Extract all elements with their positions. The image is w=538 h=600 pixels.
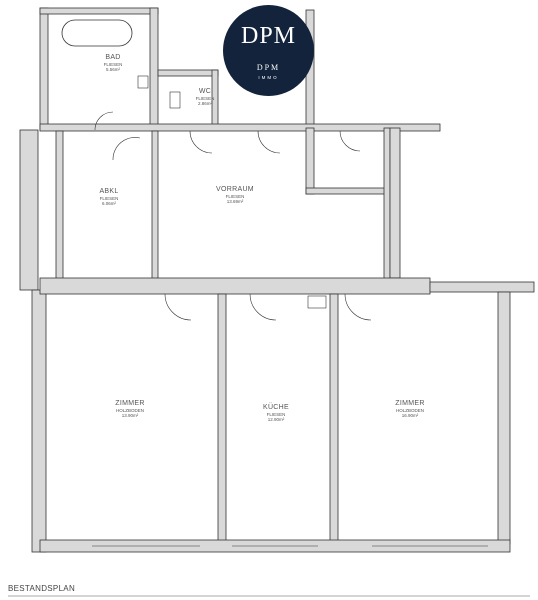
door-wc bbox=[189, 130, 213, 154]
wall-bad-right bbox=[149, 7, 159, 131]
room-zimmer-1: ZIMMER HOLZBODEN 13.90m² bbox=[100, 400, 160, 418]
room-abkl-area: 6.06m² bbox=[101, 201, 116, 207]
wall-vorraum-right bbox=[383, 127, 391, 289]
wall-bad-left bbox=[39, 7, 49, 131]
room-wc: WC FLIESEN 2.86m² bbox=[190, 88, 220, 106]
wall-partition-2 bbox=[329, 293, 339, 545]
room-zimmer-2-floor: HOLZBODEN bbox=[395, 408, 424, 414]
room-wc-area: 2.86m² bbox=[197, 101, 212, 107]
wall-upper-horizontal bbox=[39, 123, 441, 132]
room-kueche-area: 12.90m² bbox=[267, 417, 285, 423]
wall-left-lower bbox=[31, 289, 47, 553]
wall-bad-top bbox=[39, 7, 159, 15]
door-abkl bbox=[112, 137, 141, 161]
sink bbox=[137, 75, 149, 89]
door-bad bbox=[94, 111, 114, 131]
room-vorraum-name: VORRAUM bbox=[216, 186, 254, 193]
room-vorraum-floor: FLIESEN bbox=[225, 194, 245, 200]
room-zimmer-1-floor: HOLZBODEN bbox=[115, 408, 144, 414]
room-zimmer-2-area: 16.90m² bbox=[401, 413, 419, 419]
wall-abkl-right bbox=[151, 130, 159, 280]
plan-title: BESTANDSPLAN bbox=[8, 584, 76, 593]
room-kueche-floor: FLIESEN bbox=[266, 412, 286, 418]
door-vorraum-upper bbox=[257, 130, 281, 154]
door-notch bbox=[339, 130, 361, 152]
door-zimmer1 bbox=[164, 293, 192, 321]
wall-right-thick bbox=[389, 127, 401, 279]
wall-wc-top bbox=[157, 69, 219, 77]
logo-mark: DPM bbox=[240, 23, 297, 49]
room-wc-name: WC bbox=[198, 88, 212, 95]
room-bad-area: 5.56m² bbox=[105, 67, 120, 73]
room-abkl-floor: FLIESEN bbox=[99, 196, 119, 202]
wall-notch-left bbox=[305, 127, 315, 195]
toilet bbox=[169, 91, 181, 109]
wall-partition-1 bbox=[217, 293, 227, 545]
logo-sub: IMMO bbox=[258, 75, 279, 80]
logo-name: DPM bbox=[256, 63, 281, 72]
room-kueche: KÜCHE FLIESEN 12.90m² bbox=[246, 404, 306, 422]
wall-right-lower bbox=[497, 291, 511, 545]
wall-notch-bottom bbox=[305, 187, 391, 195]
door-zimmer2 bbox=[344, 293, 372, 321]
door-kueche bbox=[249, 293, 277, 321]
dpm-logo: DPM DPM IMMO bbox=[223, 5, 314, 96]
wall-middle-horizontal bbox=[39, 277, 431, 295]
bathtub bbox=[61, 19, 133, 47]
room-kueche-name: KÜCHE bbox=[262, 404, 289, 411]
room-bad-name: BAD bbox=[105, 54, 121, 61]
room-zimmer-2: ZIMMER HOLZBODEN 16.90m² bbox=[380, 400, 440, 418]
room-abkl: ABKL FLIESEN 6.06m² bbox=[84, 188, 134, 206]
wall-abkl-left bbox=[55, 130, 64, 292]
room-vorraum-area: 13.69m² bbox=[226, 199, 244, 205]
room-zimmer-2-name: ZIMMER bbox=[395, 400, 425, 407]
wall-left-upper bbox=[19, 129, 39, 291]
room-bad: BAD FLIESEN 5.56m² bbox=[88, 54, 138, 72]
room-zimmer-1-name: ZIMMER bbox=[115, 400, 145, 407]
room-wc-floor: FLIESEN bbox=[195, 96, 215, 102]
doors bbox=[94, 111, 372, 321]
room-zimmer-1-area: 13.90m² bbox=[121, 413, 139, 419]
room-vorraum: VORRAUM FLIESEN 13.69m² bbox=[205, 186, 265, 204]
shaft bbox=[307, 295, 327, 309]
room-bad-floor: FLIESEN bbox=[103, 62, 123, 68]
room-abkl-name: ABKL bbox=[99, 188, 119, 195]
wall-middle-right bbox=[429, 281, 535, 293]
